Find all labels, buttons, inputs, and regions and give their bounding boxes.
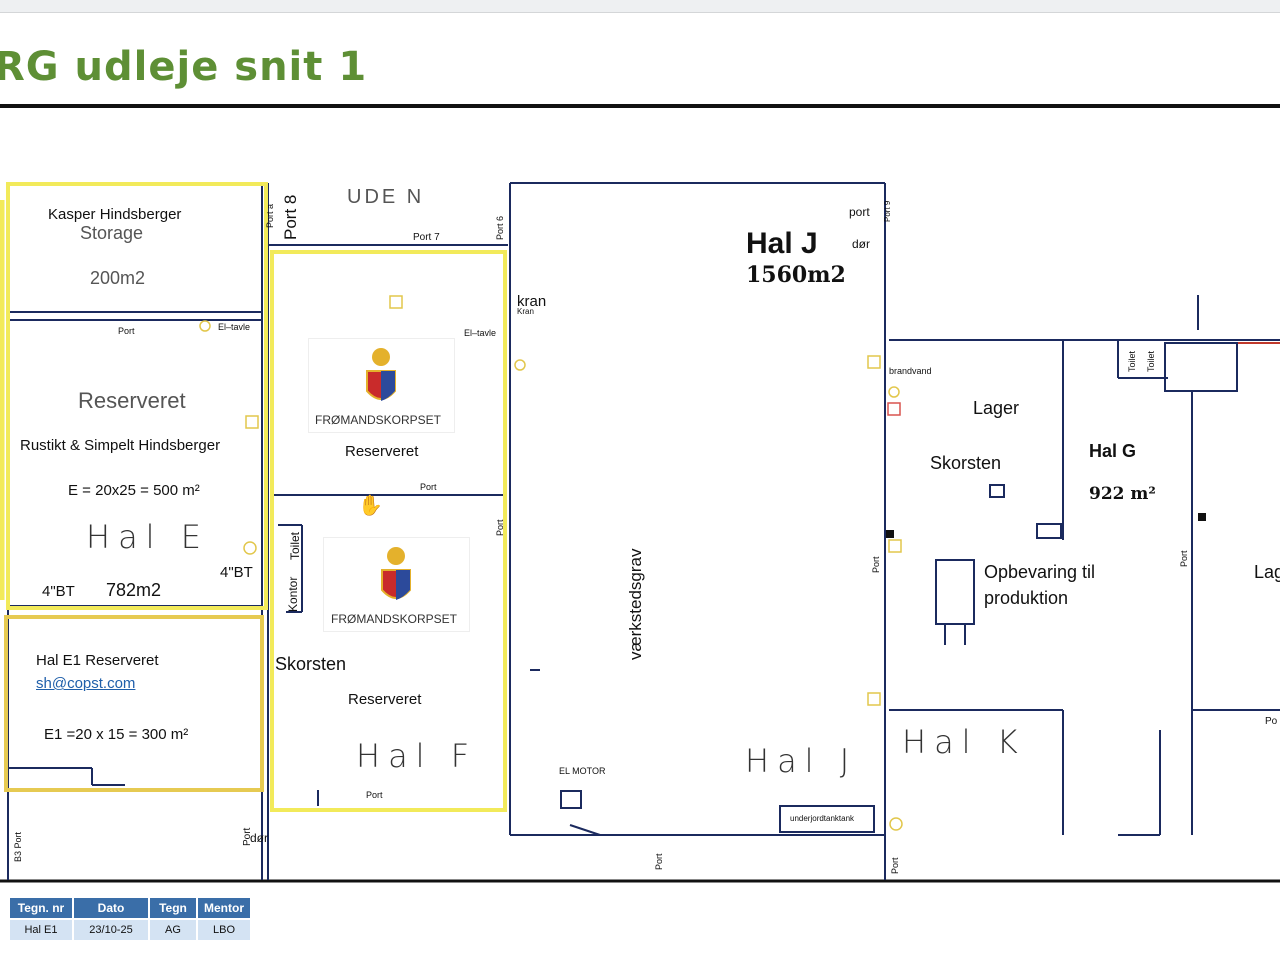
label-bt-right: 4"BT xyxy=(220,564,253,581)
label-port-f-right: Port xyxy=(495,519,505,536)
label-eltavle-left: El–tavle xyxy=(218,322,251,332)
label-frommandskorpset-2: FRØMANDSKORPSET xyxy=(331,612,458,626)
label-area-782: 782m2 xyxy=(106,580,162,600)
label-kran: kran xyxy=(517,293,547,310)
label-port-f-bottom: Port xyxy=(366,790,383,800)
label-port-7: Port 7 xyxy=(413,232,440,243)
label-port-g-left: Port xyxy=(871,556,881,573)
label-area-200: 200m2 xyxy=(90,268,146,288)
label-opbevaring: Opbevaring til xyxy=(984,562,1096,582)
label-b3-port: B3 Port xyxy=(13,831,23,862)
label-hal-k: Hal K xyxy=(902,723,1026,761)
label-el-motor: EL MOTOR xyxy=(559,766,606,776)
label-kontor: Kontor xyxy=(286,576,300,612)
label-produktion: produktion xyxy=(984,588,1069,608)
label-ude-n: UDE N xyxy=(347,186,425,208)
label-reserveret-top: Reserveret xyxy=(345,443,419,460)
label-port-a: Port a xyxy=(265,203,275,228)
legend-cell-mentor: LBO xyxy=(196,918,252,942)
legend-header-tegn: Tegn xyxy=(148,896,198,920)
label-dor-bottom: dør xyxy=(250,831,268,845)
label-kasper: Kasper Hindsberger xyxy=(48,206,182,223)
legend-cell-tegn-nr: Hal E1 xyxy=(8,918,74,942)
label-hal-f: Hal F xyxy=(356,737,478,775)
legend-header-tegn-nr: Tegn. nr xyxy=(8,896,74,920)
fromandskorpset-badge-2 xyxy=(323,537,470,632)
label-hal-e: Hal E xyxy=(86,518,209,556)
label-rustikt: Rustikt & Simpelt Hindsberger xyxy=(20,437,221,454)
label-frommandskorpset-1: FRØMANDSKORPSET xyxy=(315,413,442,427)
label-port-g-right: Port xyxy=(1179,550,1189,567)
label-po: Po xyxy=(1265,716,1278,727)
legend-cell-tegn: AG xyxy=(148,918,198,942)
label-toilet-g1: Toilet xyxy=(1127,350,1137,372)
label-reserveret-e: Reserveret xyxy=(78,388,186,413)
label-hal-g: Hal G xyxy=(1089,441,1137,461)
label-hal-j-title: Hal J xyxy=(746,227,818,260)
label-reserveret-f: Reserveret xyxy=(348,691,422,708)
label-toilet-f: Toilet xyxy=(288,531,302,560)
label-e1-formula: E1 =20 x 15 = 300 m² xyxy=(44,726,189,743)
label-kran-small: Kran xyxy=(517,307,534,316)
label-port-bottom-j: Port xyxy=(654,853,664,870)
label-port-mid: Port xyxy=(420,482,437,492)
label-lager: Lager xyxy=(973,398,1020,418)
label-lag: Lag xyxy=(1254,562,1280,582)
legend-header-mentor: Mentor xyxy=(196,896,252,920)
label-storage: Storage xyxy=(80,223,144,243)
label-port-k-bottom: Port xyxy=(890,857,900,874)
legend-data-row: Hal E1 23/10-25 AG LBO xyxy=(8,918,252,942)
fromandskorpset-badge-1 xyxy=(308,338,455,433)
legend-cell-dato: 23/10-25 xyxy=(72,918,150,942)
label-port-9: Port 9 xyxy=(883,200,892,222)
label-area-1560: 1560m2 xyxy=(746,262,846,288)
label-vaerkstedsgrav: værkstedsgrav xyxy=(626,548,645,660)
label-area-922: 922 m² xyxy=(1089,484,1156,504)
crest-icon xyxy=(381,547,411,600)
label-bt-left: 4"BT xyxy=(42,583,75,600)
label-brandvand: brandvand xyxy=(889,366,932,376)
label-port-8: Port 8 xyxy=(281,194,300,240)
legend-header-dato: Dato xyxy=(72,896,150,920)
label-underjordtank: underjordtanktank xyxy=(790,814,855,823)
email-link[interactable]: sh@copst.com xyxy=(36,675,136,692)
label-hal-e1: Hal E1 Reserveret xyxy=(36,652,159,669)
label-port-j: port xyxy=(849,205,870,219)
drawing-legend-table: Tegn. nr Dato Tegn Mentor Hal E1 23/10-2… xyxy=(8,896,252,942)
hand-cursor-icon: ✋ xyxy=(358,495,383,517)
label-dor-j: dør xyxy=(852,237,870,251)
label-skorsten-f: Skorsten xyxy=(275,654,347,674)
label-eltavle-f: El–tavle xyxy=(464,328,497,338)
crest-icon xyxy=(366,348,396,401)
label-toilet-g2: Toilet xyxy=(1146,350,1156,372)
label-hal-j: Hal J xyxy=(745,742,858,780)
legend-header-row: Tegn. nr Dato Tegn Mentor xyxy=(8,896,252,920)
window-top-bar xyxy=(0,0,1280,13)
title-underline xyxy=(0,104,1280,108)
label-port-6: Port 6 xyxy=(495,215,505,240)
page-title: RG udleje snit 1 xyxy=(0,44,368,90)
label-e-formula: E = 20x25 = 500 m² xyxy=(68,482,200,499)
label-port-left-top: Port xyxy=(118,326,135,336)
label-skorsten-g: Skorsten xyxy=(930,453,1002,473)
